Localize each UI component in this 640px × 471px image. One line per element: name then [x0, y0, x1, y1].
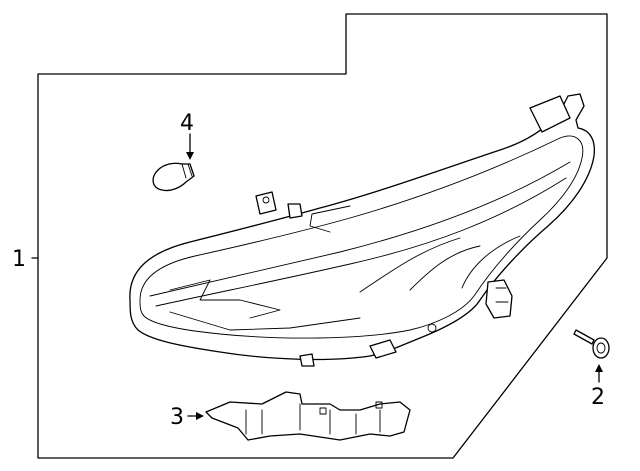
- bulb: [152, 162, 195, 192]
- callout-3-label: 3: [170, 405, 184, 430]
- headlamp-assembly: [129, 93, 596, 367]
- bolt: [573, 329, 610, 359]
- assembly-frame: [37, 13, 608, 459]
- callout-4-label: 4: [180, 111, 194, 136]
- bracket: [205, 391, 411, 441]
- callout-2-arrow: [595, 364, 603, 372]
- callout-4-arrow: [186, 152, 194, 160]
- callout-3-arrow: [196, 412, 204, 420]
- callout-1-label: 1: [12, 247, 26, 272]
- callout-2-label: 2: [591, 385, 605, 410]
